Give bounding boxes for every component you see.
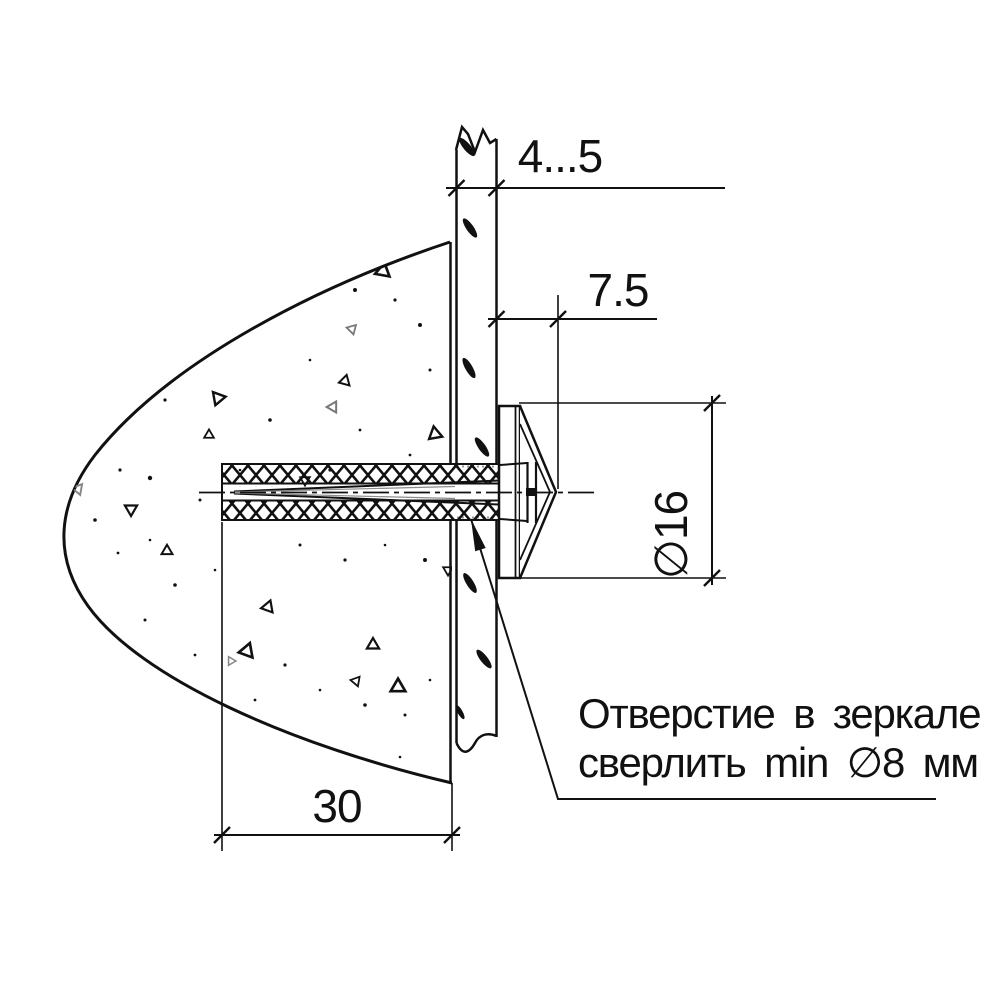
dim-anchor-depth-label: 30 — [312, 780, 361, 832]
dim-cap-diameter-label: ∅16 — [645, 491, 697, 579]
note-hole-in-mirror: Отверстие в зеркале сверлить min ∅8 мм — [470, 518, 982, 800]
mirror-break-top — [454, 124, 498, 156]
glass-hatch-marks — [453, 135, 494, 721]
dim-cap-diameter: ∅16 — [508, 394, 726, 587]
anchor-dowel — [221, 463, 500, 521]
note-leader-line — [470, 518, 936, 800]
mirror-break-bottom — [455, 733, 497, 753]
note-line2: сверлить min ∅8 мм — [578, 739, 978, 786]
dim-anchor-depth: 30 — [213, 522, 461, 851]
dowel-sleeve-top — [221, 463, 500, 485]
dim-cap-protrusion: 7.5 — [487, 264, 657, 489]
dim-cap-protrusion-label: 7.5 — [588, 264, 649, 316]
dim-mirror-thickness: 4...5 — [446, 130, 725, 197]
dim-mirror-thickness-label: 4...5 — [518, 130, 603, 182]
note-line1: Отверстие в зеркале — [578, 690, 980, 737]
screw-shank — [233, 479, 500, 506]
mirror-glass — [453, 124, 498, 753]
note-leader-arrowhead — [471, 519, 486, 552]
